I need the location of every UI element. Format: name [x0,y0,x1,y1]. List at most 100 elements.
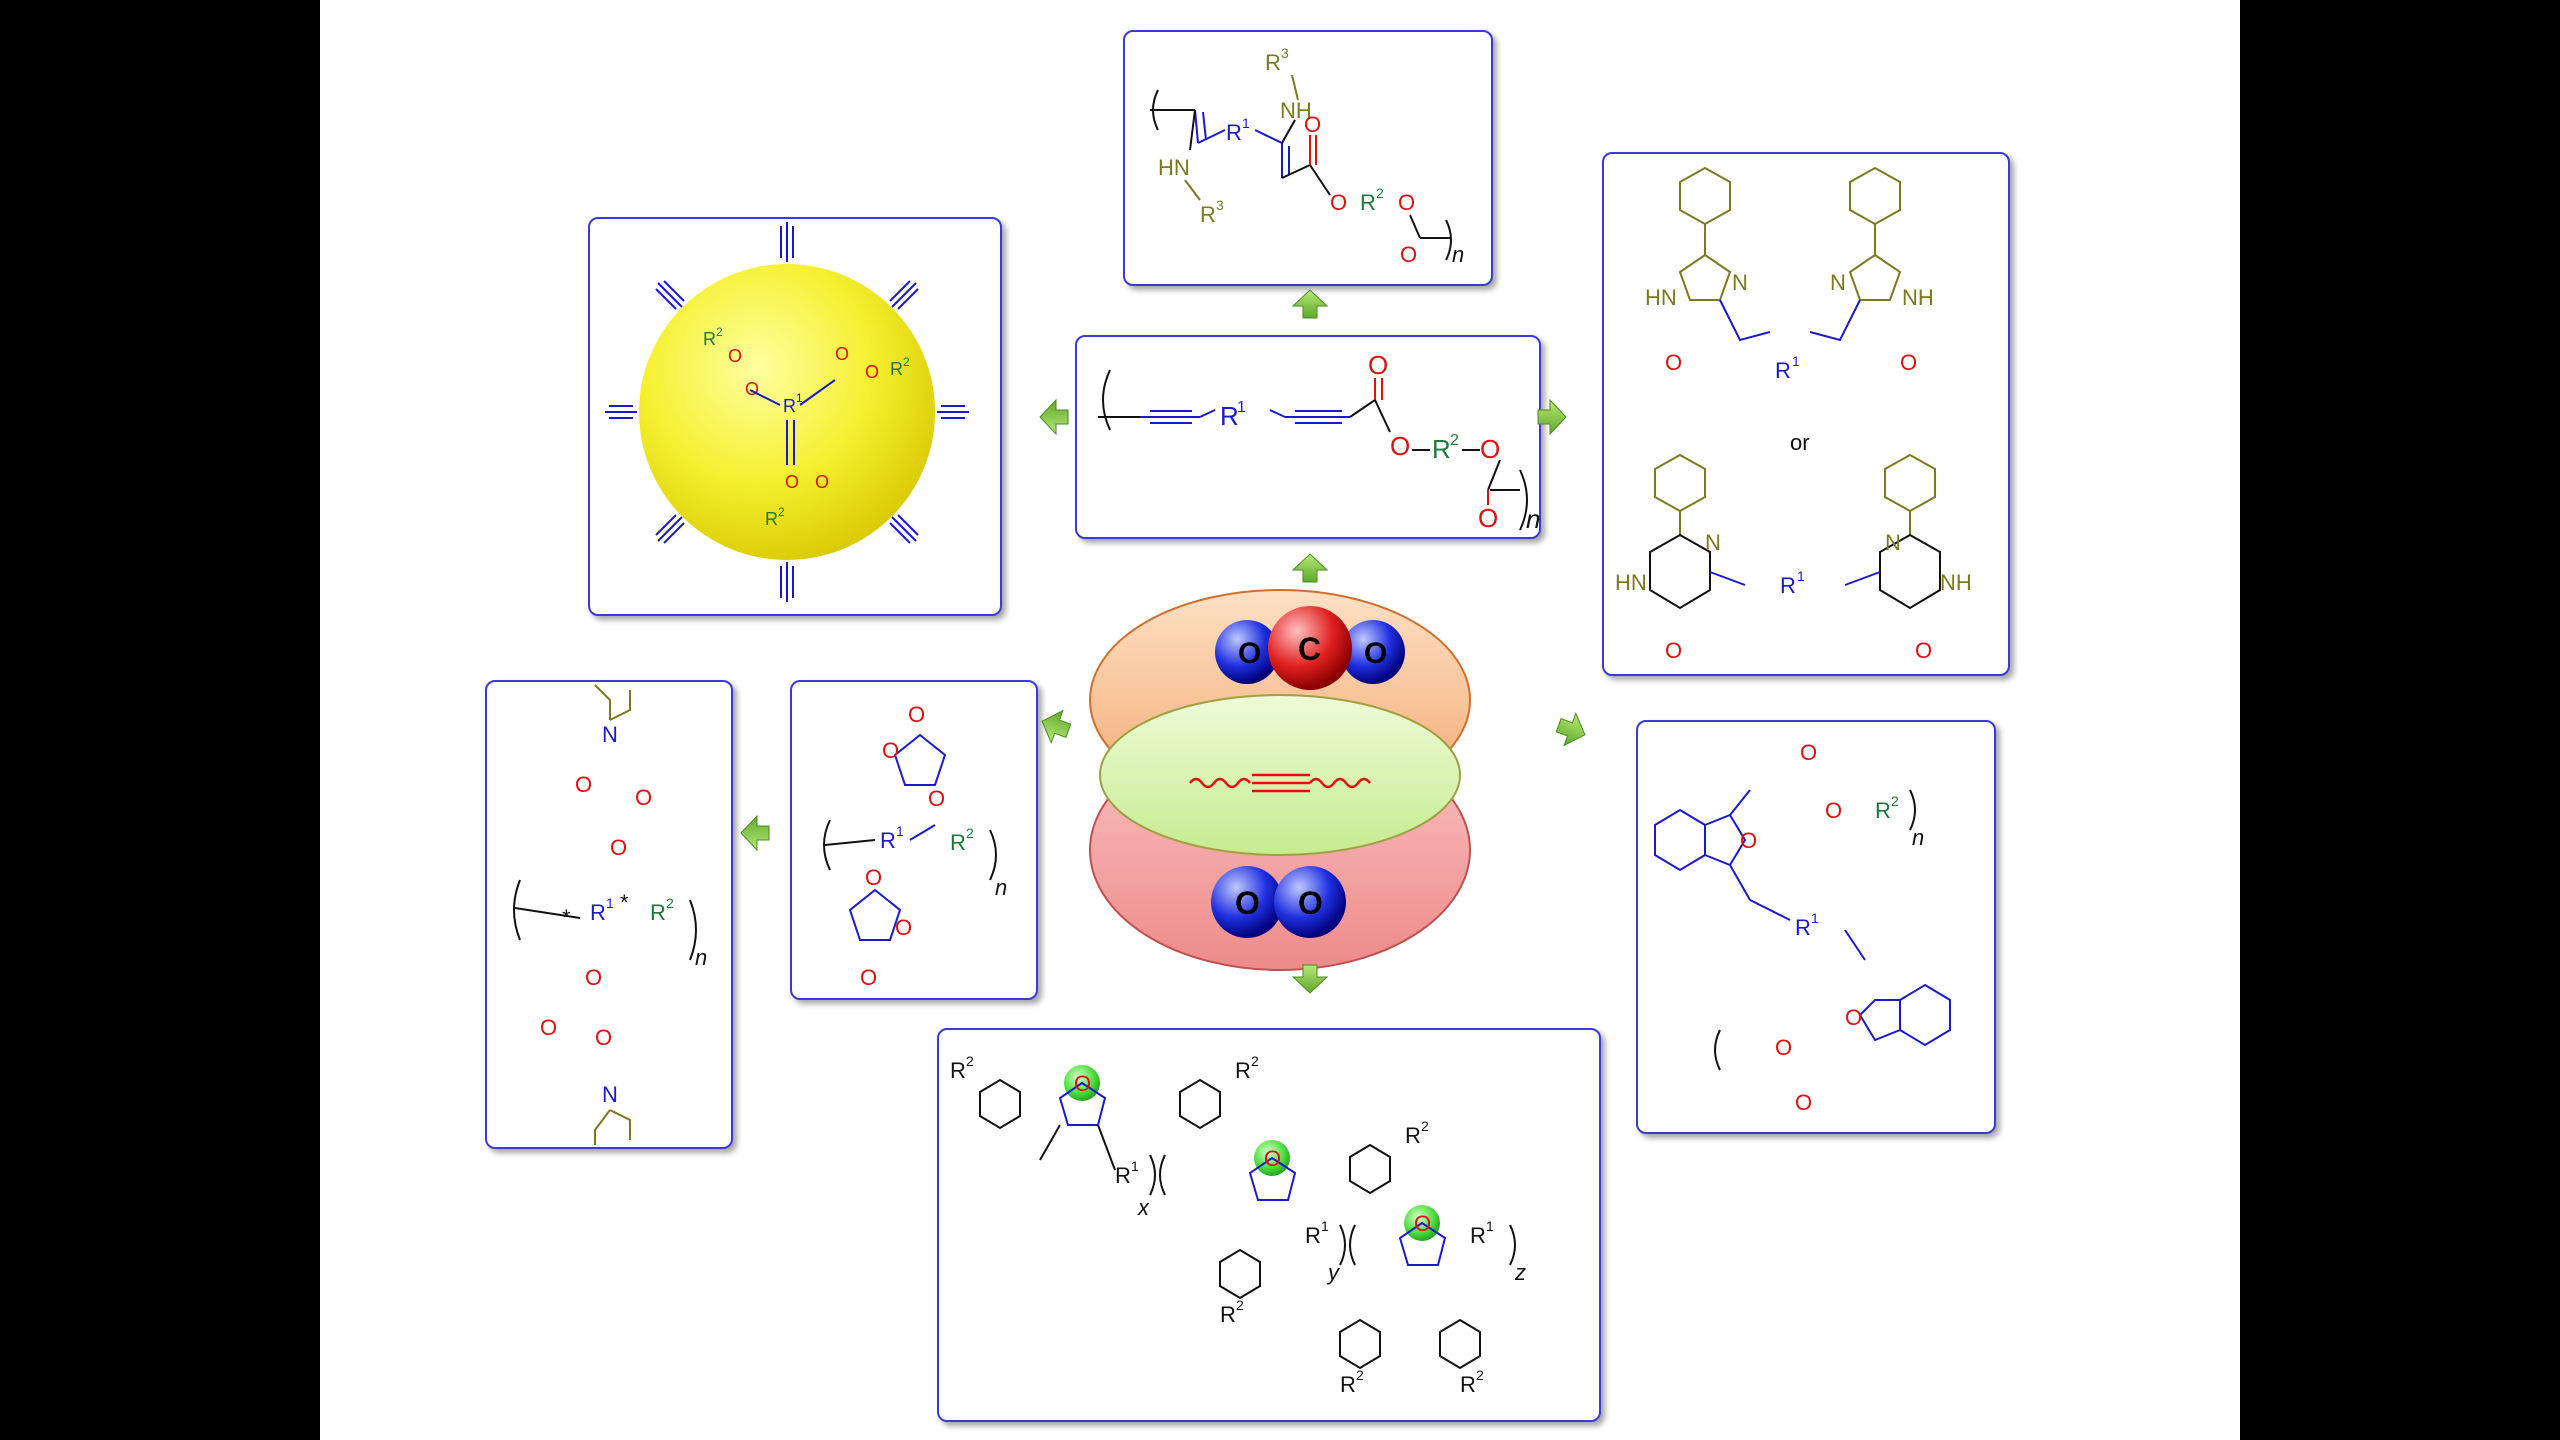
r2-sup: 2 [903,355,910,369]
r2-sup: 2 [716,325,723,339]
o-label: O [1665,350,1682,375]
arrow-down-icon [1291,964,1329,994]
r1-sup: 1 [1811,910,1819,926]
n-subscript: n [995,875,1007,900]
structures-layer: O C O O O [513,45,1972,1397]
arrow-up-icon [1291,289,1329,319]
r1-label: R [1115,1163,1131,1188]
alkyne-wavy-bond [1189,773,1371,793]
r1-label: R [590,900,606,925]
o-label: O [575,772,592,797]
r1-label: R [1470,1223,1486,1248]
o-label: O [882,738,899,763]
o-label: O [1825,798,1842,823]
hn-label: HN [1645,285,1677,310]
structure-dioxolanone: O O O O O O R 1 R 2 n [823,702,1007,990]
stereo-star: * [562,905,571,930]
yellow-sphere [639,264,935,560]
r1-label: R [1305,1223,1321,1248]
o-label: O [1795,1090,1812,1115]
r2-label: R [950,1058,966,1083]
o-label: O [1665,638,1682,663]
arrow-left-icon [1041,709,1072,744]
structure-hyperbranched: R 1 R 2 R 2 R 2 O O O O O O [605,222,969,602]
structure-imidazolone-pyrimidinone: HN N N NH O O R 1 or N [1615,166,1972,663]
arrows [740,289,1586,994]
r2-label: R [1432,434,1451,464]
nh-label: NH [1940,570,1972,595]
r2-sup: 2 [1376,185,1384,201]
r1-label: R [783,396,796,416]
structure-furan-copolymer: O O O R 2 R 2 R 2 R 2 R 2 R 2 R 1 R 1 R … [950,1053,1526,1397]
n-subscript: n [1526,504,1540,534]
o-label: O [1845,1005,1862,1030]
r1-sup: 1 [1792,353,1800,369]
o-label: O [1480,434,1500,464]
r3-sup: 3 [1281,45,1289,61]
o-label: O [865,865,882,890]
panel-furan-copolymer [937,1028,1601,1422]
o-label: O [1304,112,1321,137]
arrow-up-icon [1291,553,1329,583]
r2-label: R [1460,1372,1476,1397]
r2-sup: 2 [1251,1053,1259,1069]
o-label: O [1740,828,1757,853]
r1-sup: 1 [1237,399,1246,416]
nh-label: NH [1280,98,1312,123]
o-label: O [928,786,945,811]
structure-enaminone: R 1 NH R 3 O O R 2 O O n HN [1150,45,1464,267]
diagram-canvas: O C O O O [320,0,2240,1440]
r1-label: R [1220,401,1239,431]
n-label: N [1732,270,1748,295]
r2-sup: 2 [966,1053,974,1069]
r2-label: R [650,900,666,925]
arrow-right-icon [1537,398,1567,436]
o-label: O [585,965,602,990]
r2-sup: 2 [666,895,674,911]
n-label: N [602,1082,618,1107]
arrow-right-icon [1555,712,1586,747]
n-label: N [1830,270,1846,295]
o-label: O [1330,190,1347,215]
r1-sup: 1 [1486,1218,1494,1234]
o-label: O [785,472,799,492]
r2-sup: 2 [966,825,974,841]
arrow-left-icon [1039,398,1069,436]
r2-sup: 2 [1236,1297,1244,1313]
y-subscript: y [1326,1260,1341,1285]
o-label: O [1390,431,1410,461]
or-text: or [1790,430,1810,455]
hn-label: HN [1615,570,1647,595]
structure-carbamate: N O O O * R 1 * R 2 n O O O N [513,684,707,1145]
r2-sup: 2 [1891,793,1899,809]
n-label: N [1705,530,1721,555]
panel-polyyne-ester [1075,335,1541,539]
x-subscript: x [1137,1195,1150,1220]
r1-sup: 1 [796,391,803,405]
o-label: O [1414,1211,1431,1236]
o-label: O [745,379,759,399]
hn-label: HN [1158,155,1190,180]
panel-dioxolanone-polymer [790,680,1038,1000]
n-subscript: n [695,945,707,970]
panel-carbamate-polymer [485,680,733,1149]
stereo-star: * [620,890,629,915]
panel-isobenzofuran-polymer [1636,720,1996,1134]
r2-label: R [1340,1372,1356,1397]
co2-atom-o-right: O [1364,637,1387,670]
nh-label: NH [1902,285,1934,310]
structure-polyyne-ester: R 1 O O R 2 O O n [1098,350,1540,534]
o-label: O [1398,190,1415,215]
terminal-alkynes [605,222,969,602]
r2-sup: 2 [1356,1367,1364,1383]
r1-label: R [1775,358,1791,383]
co2-atom-o-left: O [1238,637,1261,670]
r2-sup: 2 [778,505,785,519]
r1-sup: 1 [1131,1158,1139,1174]
r1-label: R [1226,120,1242,145]
r3-sup: 3 [1216,197,1224,213]
r3-label: R [1265,50,1281,75]
arrow-left-icon [740,814,770,852]
o-label: O [1915,638,1932,663]
r1-sup: 1 [1321,1218,1329,1234]
